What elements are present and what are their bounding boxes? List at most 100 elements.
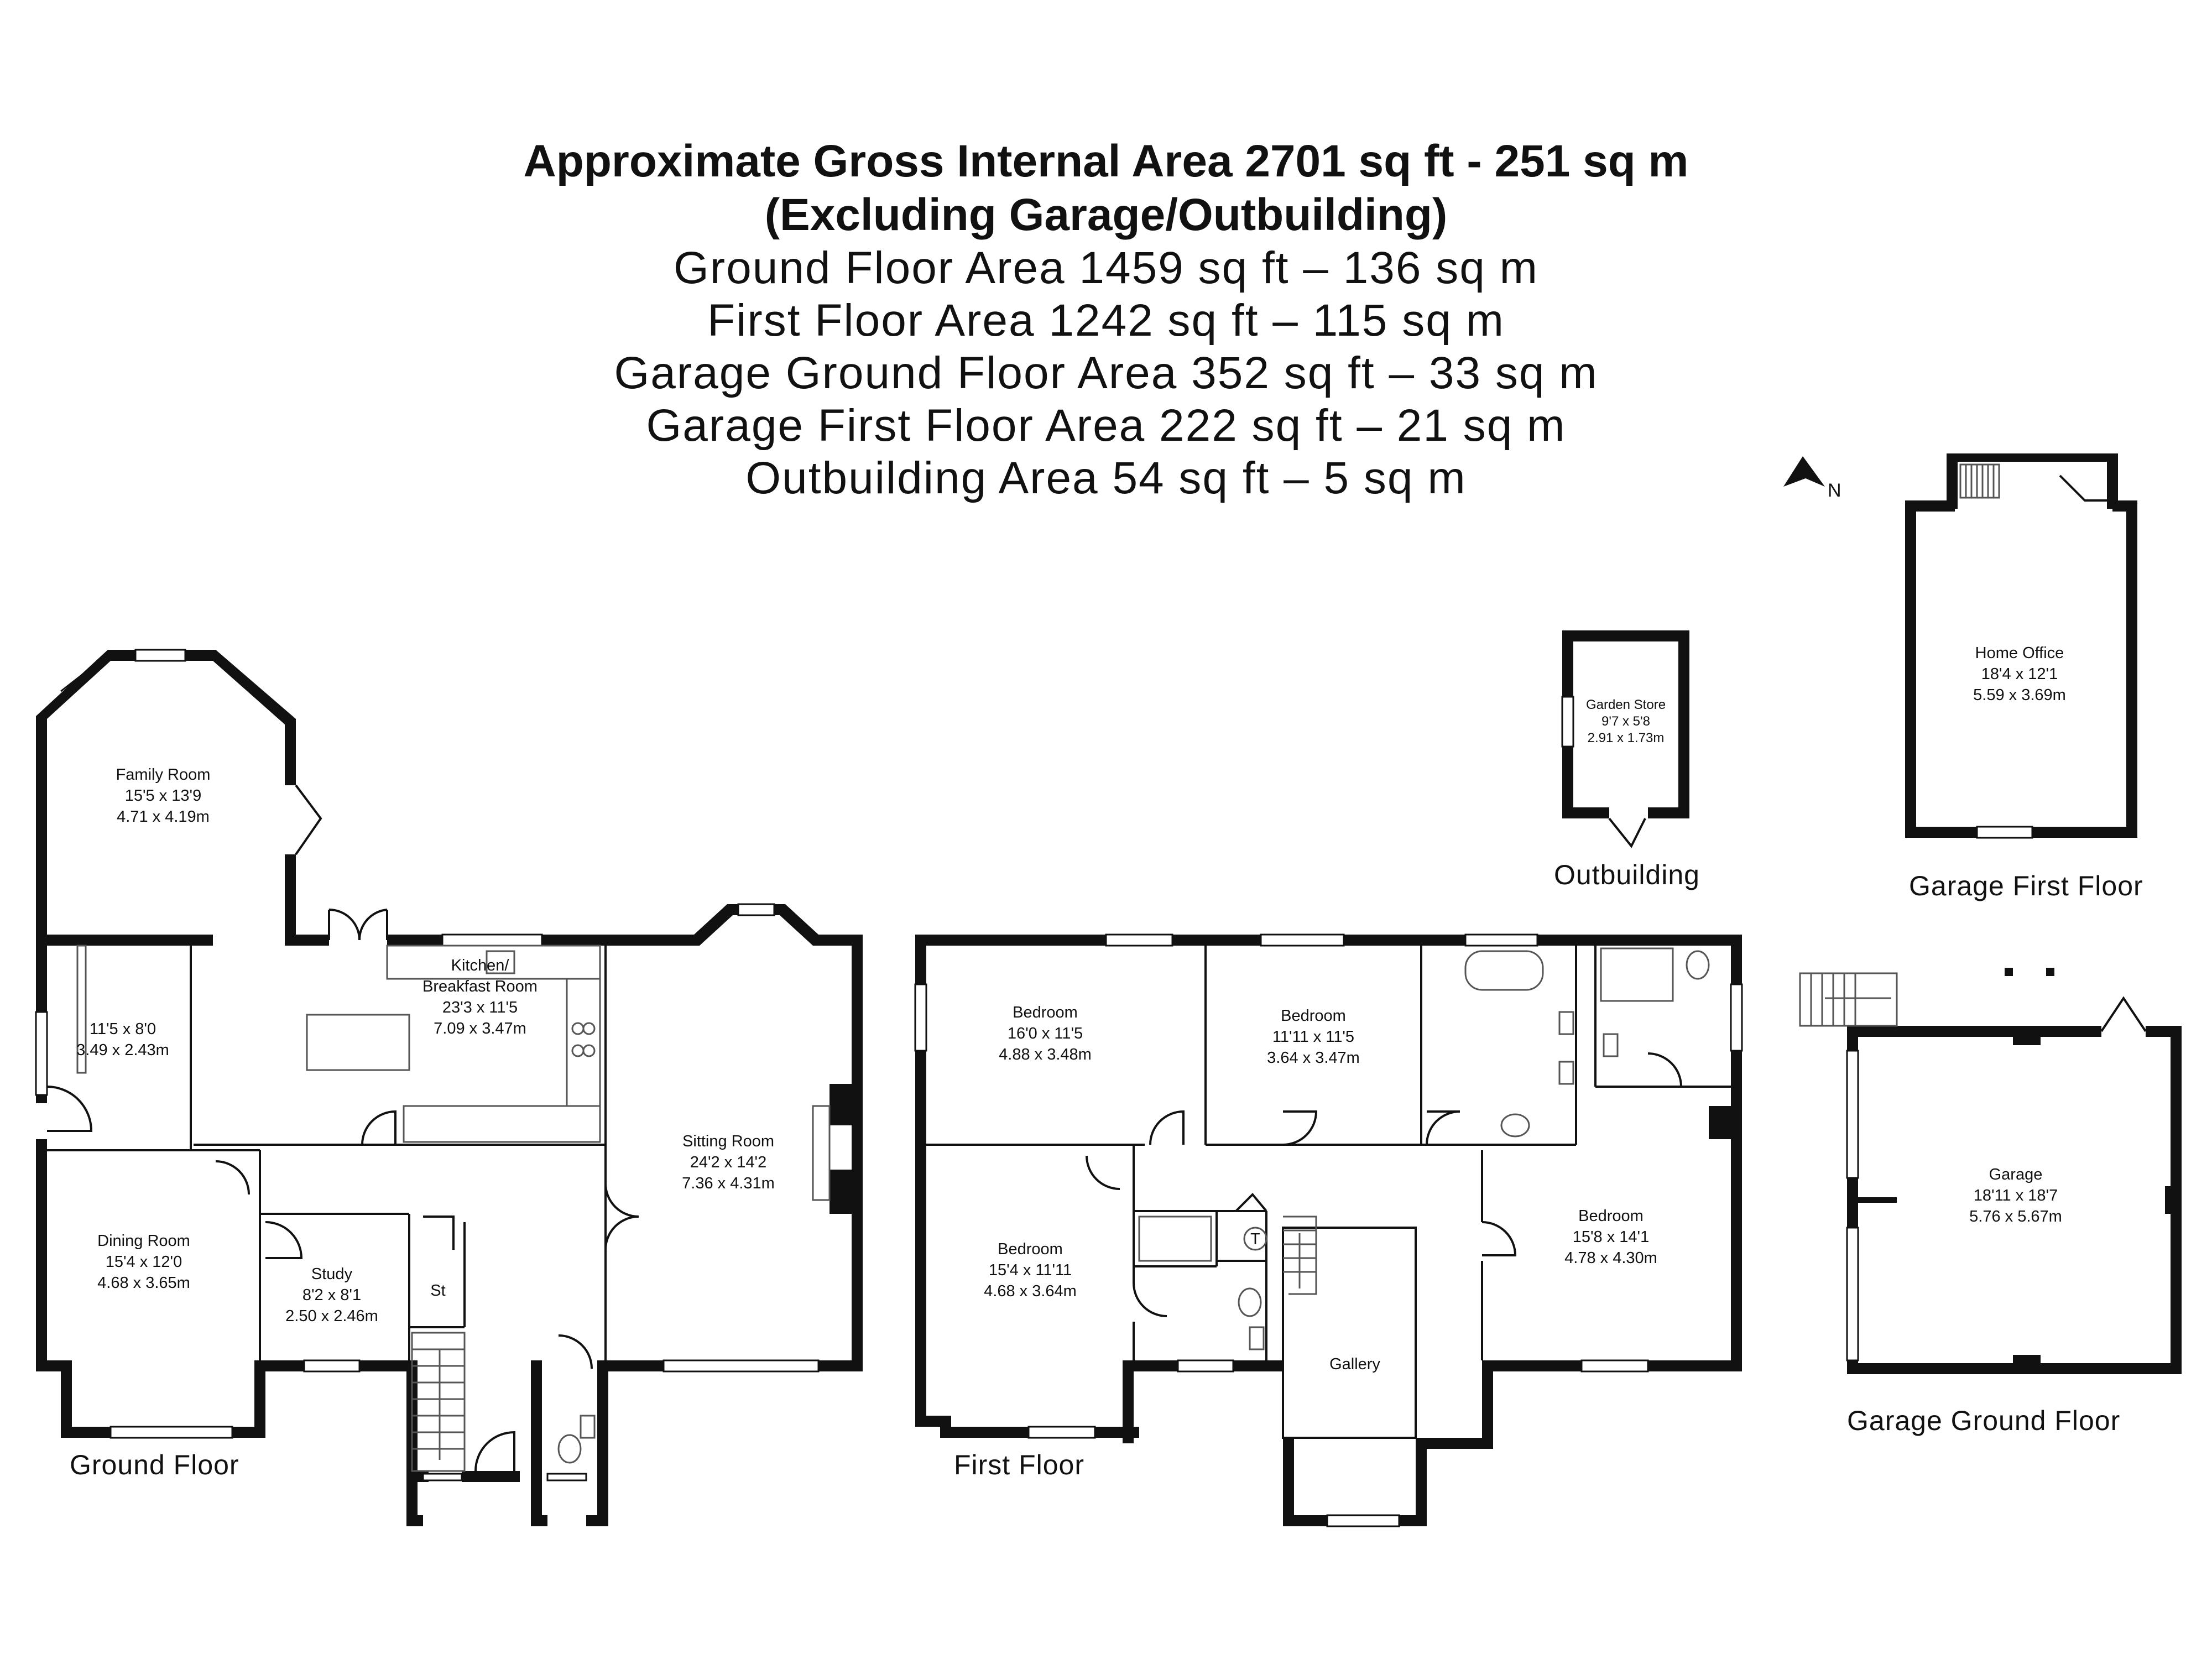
room-label-bedroom-4: Bedroom 15'8 x 14'1 4.78 x 4.30m (1564, 1207, 1657, 1267)
entrance-left-2 (462, 1471, 484, 1482)
wall (1482, 1360, 1493, 1443)
stairs (1283, 1215, 1317, 1295)
window (422, 1473, 463, 1481)
room-label-family-room: Family Room 15'5 x 13'9 4.71 x 4.19m (116, 766, 211, 826)
room-label-tank: T (1250, 1230, 1260, 1248)
dining-bay-right (232, 1360, 288, 1438)
study-bottom-right (359, 1360, 409, 1371)
door (1086, 1155, 1120, 1190)
wall (1416, 1438, 1427, 1526)
window (1846, 1227, 1859, 1361)
door (1235, 1193, 1267, 1212)
sitting-bottom-left (597, 1360, 664, 1371)
bath-icon (1464, 950, 1544, 991)
garage-ground-floor-area: Garage Ground Floor Area 352 sq ft – 33 … (614, 348, 1598, 398)
door (265, 1221, 303, 1259)
room-label-store: St (430, 1282, 446, 1300)
window (1561, 696, 1574, 748)
window (109, 1426, 233, 1439)
door (423, 1215, 455, 1250)
basin-icon (1249, 1326, 1265, 1350)
window (134, 649, 186, 662)
door (1608, 817, 1646, 848)
toilet-icon (1238, 1287, 1262, 1317)
room-label-kitchen: Kitchen/ Breakfast Room 23'3 x 11'5 7.09… (422, 957, 538, 1037)
room-label-home-office: Home Office 18'4 x 12'1 5.59 x 3.69m (1973, 644, 2066, 704)
room-label-garage: Garage 18'11 x 18'7 5.76 x 5.67m (1969, 1166, 2062, 1225)
shower-tray-icon (1138, 1215, 1212, 1262)
window (1846, 1050, 1859, 1179)
window (220, 660, 267, 703)
window (737, 903, 775, 916)
basin-icon (1558, 1061, 1574, 1085)
door (2059, 474, 2107, 502)
wc-right-foot (586, 1515, 608, 1526)
door (474, 1431, 515, 1472)
toilet-icon (557, 1434, 582, 1464)
kitchen-top-wall-left (285, 935, 329, 946)
chimney-breast (1709, 1106, 1731, 1139)
garage-ground-floor-label: Garage Ground Floor (1847, 1405, 2121, 1436)
window (303, 1359, 361, 1373)
window (662, 1359, 820, 1373)
wall (1283, 1438, 1294, 1526)
window (441, 933, 543, 947)
door (295, 784, 322, 855)
door (215, 1160, 250, 1195)
dining-bay-left (36, 1360, 111, 1438)
ground-floor-area: Ground Floor Area 1459 sq ft – 136 sq m (674, 243, 1538, 293)
gross-area-title: Approximate Gross Internal Area 2701 sq … (523, 136, 1689, 186)
room-label-bedroom-1: Bedroom 16'0 x 11'5 4.88 x 3.48m (999, 1004, 1092, 1063)
window (1730, 983, 1743, 1052)
wall (915, 935, 926, 1421)
utility-top-wall (36, 935, 213, 946)
garage-first-floor-label: Garage First Floor (1909, 870, 2143, 901)
gross-area-subtitle: (Excluding Garage/Outbuilding) (764, 190, 1448, 240)
window (914, 983, 927, 1052)
window (35, 1011, 48, 1096)
outbuilding-plan (1561, 630, 1689, 848)
garage-first-floor-plan (1905, 453, 2137, 839)
room-label-dining-room: Dining Room 15'4 x 12'0 4.68 x 3.65m (97, 1232, 190, 1292)
garage-first-floor-area: Garage First Floor Area 222 sq ft – 21 s… (646, 400, 1566, 451)
door (1149, 1110, 1185, 1145)
first-floor-area: First Floor Area 1242 sq ft – 115 sq m (707, 295, 1505, 346)
hearth (812, 1105, 831, 1201)
door (1647, 1052, 1682, 1087)
wall (1123, 1360, 1134, 1443)
wall (1416, 1438, 1493, 1449)
door (361, 1110, 397, 1145)
ground-floor-plan (35, 649, 863, 1526)
door (1426, 1110, 1460, 1145)
door (328, 909, 388, 941)
gallery-void (1282, 1227, 1417, 1439)
stairs (411, 1332, 466, 1472)
window (1976, 826, 2033, 839)
wc-foot (531, 1515, 547, 1526)
tank-circle (1243, 1227, 1267, 1251)
door (558, 1334, 593, 1369)
door (1282, 1110, 1318, 1146)
toilet-icon (1686, 950, 1710, 980)
room-label-garden-store: Garden Store 9'7 x 5'8 2.91 x 1.73m (1585, 697, 1666, 745)
hall-left-foot (406, 1515, 423, 1526)
door (46, 1086, 93, 1132)
window (1326, 1514, 1400, 1527)
window (1580, 1359, 1649, 1373)
outbuilding-area: Outbuilding Area 54 sq ft – 5 sq m (745, 453, 1467, 503)
window (1260, 933, 1345, 947)
room-label-bedroom-2: Bedroom 11'11 x 11'5 3.64 x 3.47m (1267, 1007, 1360, 1067)
room-label-utility: 11'5 x 8'0 3.49 x 2.43m (76, 1020, 169, 1059)
family-room-wall-right (285, 854, 296, 943)
fireplace (830, 1170, 852, 1214)
room-label-sitting-room: Sitting Room 24'2 x 14'2 7.36 x 4.31m (682, 1133, 775, 1192)
kitchen-units (76, 945, 601, 1143)
wc-left-wall (531, 1360, 542, 1526)
wc-right-wall (597, 1360, 608, 1526)
study-bottom-left (265, 1360, 304, 1371)
door (604, 1183, 639, 1250)
sitting-bottom-right (818, 1360, 863, 1371)
basin-icon (1558, 1011, 1574, 1035)
room-label-study: Study 8'2 x 8'1 2.50 x 2.46m (285, 1265, 378, 1325)
